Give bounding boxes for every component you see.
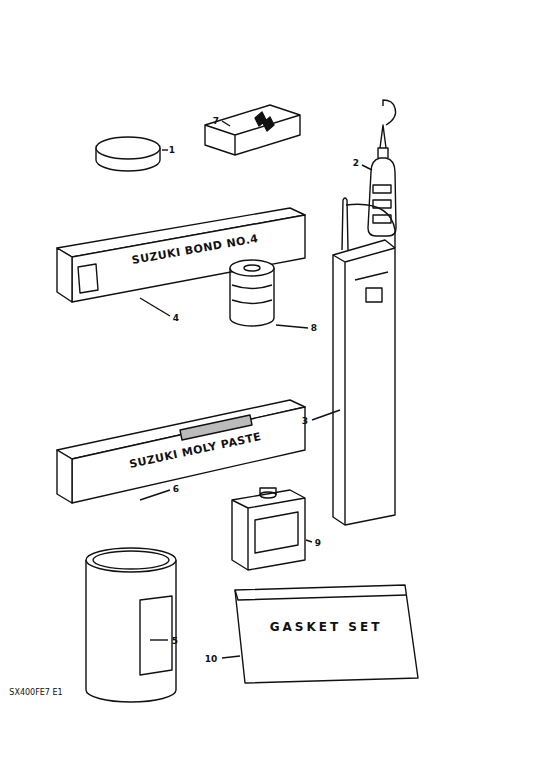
callout-number: 5 [172, 637, 178, 646]
callout-number: 8 [311, 324, 317, 333]
figure-code: SX400FE7 E1 [9, 689, 62, 697]
callout-number: 9 [315, 539, 321, 548]
callout-number: 1 [169, 146, 175, 155]
paste-box [57, 400, 305, 503]
tester [312, 198, 395, 525]
round-can [86, 548, 176, 702]
callout-number: 7 [213, 117, 219, 126]
package-text: GASKET SET [270, 621, 383, 633]
callout-number: 10 [205, 655, 218, 664]
tape-roll [230, 260, 308, 328]
callout-number: 6 [173, 485, 179, 494]
square-can [232, 488, 312, 570]
cap [96, 137, 168, 171]
bond-box [57, 208, 305, 316]
gasket-bag [222, 585, 418, 683]
small-box [205, 105, 300, 155]
callout-number: 2 [353, 159, 359, 168]
oil-bottle [362, 100, 396, 236]
callout-number: 3 [302, 417, 308, 426]
callout-number: 4 [173, 314, 179, 323]
